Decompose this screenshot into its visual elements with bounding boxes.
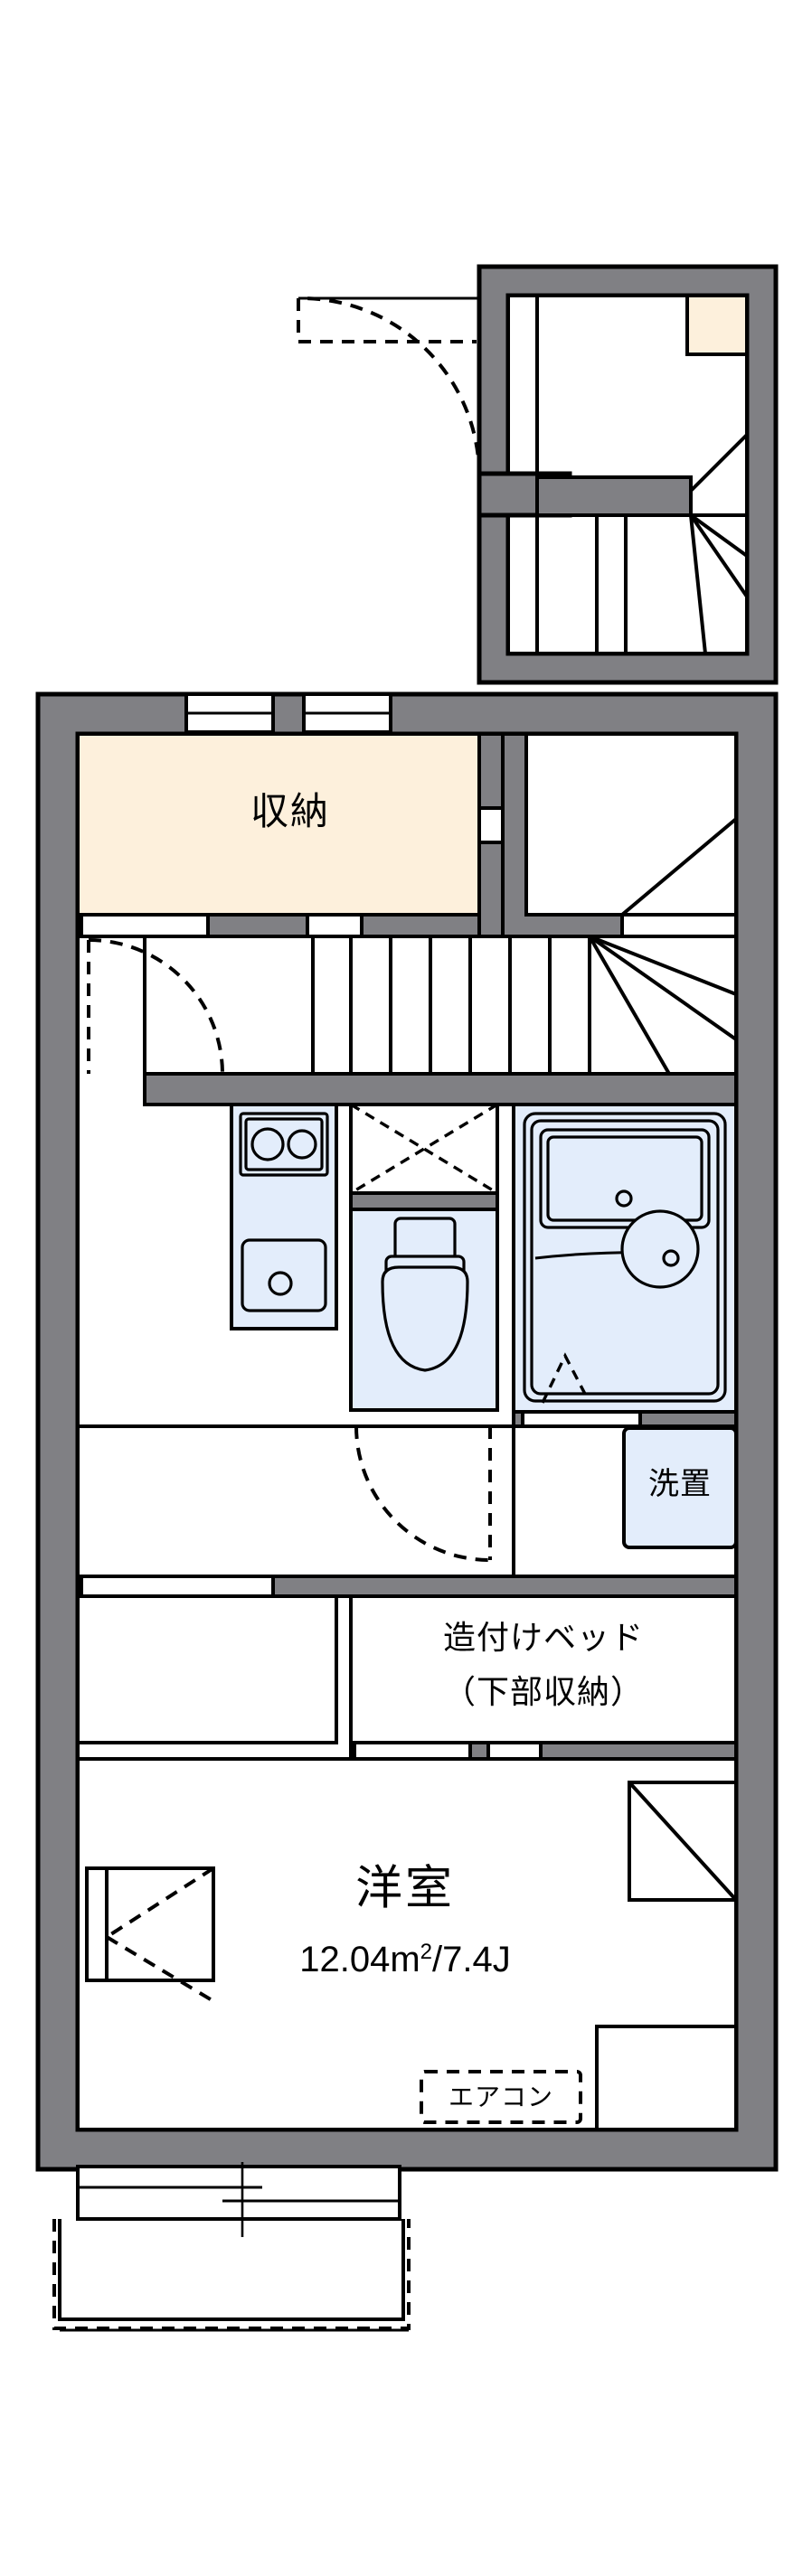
entrance-door-leaf <box>297 298 477 343</box>
stove-burner-1 <box>250 1127 285 1161</box>
stair-landing-wall <box>537 477 691 515</box>
air-conditioner-box <box>420 2070 582 2124</box>
bathtub-drain <box>615 1189 633 1208</box>
entrance-door-swing-arc <box>300 296 481 477</box>
storage-door-opening-right <box>306 913 364 938</box>
washing-machine-space <box>622 1426 738 1549</box>
room-door <box>354 1425 492 1562</box>
bathroom <box>512 1103 738 1414</box>
builtin-bed <box>76 1594 738 1761</box>
storage-room <box>76 732 505 938</box>
stairwell-upper <box>524 732 738 917</box>
room-area-unit: m <box>390 1940 420 1980</box>
bed-divider-opening <box>80 1575 275 1598</box>
entrance-winder-3 <box>689 513 749 558</box>
washbasin <box>620 1209 700 1289</box>
main-staircase <box>143 732 738 1076</box>
washer-label: 洗置 <box>648 1467 712 1502</box>
kitchen-sink-drain <box>268 1271 293 1296</box>
balcony <box>52 2162 411 2332</box>
room-closet-right-door-mark <box>628 1781 738 1902</box>
entrance-upper-block <box>297 264 779 685</box>
western-room <box>76 1757 738 2131</box>
builtin-bed-box <box>349 1594 738 1744</box>
toilet-room <box>349 1103 499 1412</box>
balcony-outline-dashed <box>52 2219 411 2330</box>
room-area-separator: / <box>432 1940 443 1980</box>
toilet-tank <box>393 1217 457 1262</box>
room-area-value: 12.04 <box>299 1940 391 1980</box>
entrance-winder-4 <box>689 513 749 598</box>
hall-door-swing-left <box>88 938 224 1075</box>
hall-door-left <box>87 938 224 1075</box>
entry-hall-shoe-box <box>685 294 749 356</box>
room-area-label: 12.04m2/7.4J <box>299 1941 511 1979</box>
balcony-rail <box>58 2219 405 2321</box>
bed-foot-opening-b <box>486 1741 543 1761</box>
hall-lower-floor <box>76 1594 338 1744</box>
room-area-exponent: 2 <box>420 1939 433 1964</box>
stair-winder-a <box>620 817 738 917</box>
storage-floor <box>76 732 505 917</box>
room-door-swing <box>354 1425 491 1562</box>
storage-side-opening <box>477 806 505 844</box>
room-area-jo: 7.4J <box>442 1940 511 1980</box>
entrance-winder-1 <box>689 433 749 493</box>
wet-zone-top-wall <box>143 1072 738 1106</box>
entrance-winder-5 <box>689 514 707 654</box>
bath-door-opening <box>521 1410 642 1428</box>
kitchen <box>230 1103 338 1330</box>
bathtub-inner <box>546 1135 703 1222</box>
storage-label: 収納 <box>250 789 331 832</box>
builtin-bed-label-line1: 造付けベッド <box>442 1619 645 1657</box>
room-name-label: 洋室 <box>354 1862 456 1915</box>
storage-door-opening-left <box>80 913 210 938</box>
washer-zone <box>76 1410 738 1578</box>
toilet-bowl <box>381 1265 469 1372</box>
bath-door-fold-mark <box>541 1352 590 1404</box>
entrance-stair-run <box>535 513 749 655</box>
builtin-bed-label-line2: （下部収納） <box>442 1673 645 1711</box>
washbasin-drain <box>662 1249 680 1267</box>
bed-foot-opening-a <box>353 1741 472 1761</box>
bed-divider-wall <box>76 1575 738 1598</box>
stove-burner-2 <box>287 1129 317 1160</box>
balcony-sliding-door <box>76 2165 401 2221</box>
air-conditioner-label: エアコン <box>448 2082 554 2111</box>
